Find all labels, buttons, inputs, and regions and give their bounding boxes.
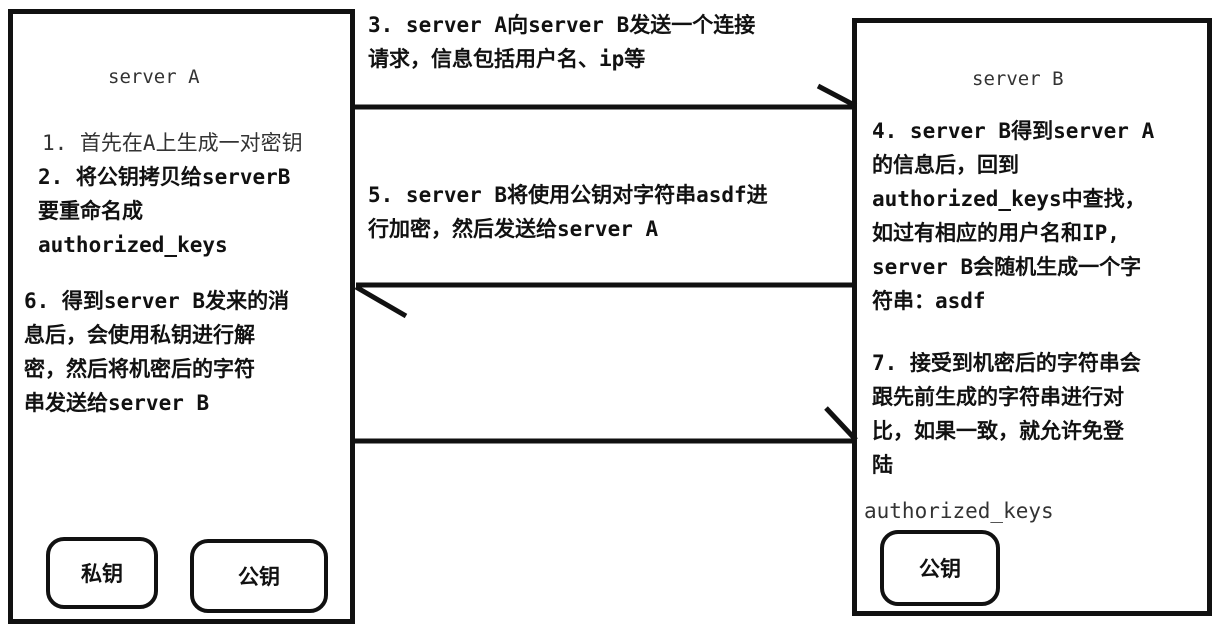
arrow-a-to-b-request: [352, 83, 858, 110]
step-4-line-2: 的信息后，回到: [872, 153, 1019, 177]
server-a-box: [8, 9, 355, 624]
step-5-line-1: 5. server B将使用公钥对字符串asdf进: [368, 183, 768, 207]
step-2-line-1: 2. 将公钥拷贝给serverB: [38, 165, 291, 189]
server-b-public-key-box: 公钥: [880, 530, 1000, 606]
step-7-line-3: 比，如果一致，就允许免登: [872, 419, 1124, 443]
arrow-a-to-b-decrypted: [352, 406, 858, 444]
step-7-line-1: 7. 接受到机密后的字符串会: [872, 351, 1141, 375]
step-7-line-4: 陆: [872, 453, 893, 477]
step-5-line-2: 行加密，然后发送给server A: [368, 217, 659, 241]
step-3-line-2: 请求，信息包括用户名、ip等: [368, 47, 646, 71]
private-key-box: 私钥: [46, 537, 158, 609]
server-a-public-key-box: 公钥: [190, 539, 328, 613]
step-6-line-4: 串发送给server B: [24, 391, 210, 415]
step-2-line-3: authorized_keys: [38, 233, 228, 257]
server-a-title: server A: [108, 66, 200, 88]
arrow-b-to-a-encrypted: [354, 282, 854, 319]
step-6-line-3: 密，然后将机密后的字符: [24, 357, 255, 381]
step-3-line-1: 3. server A向server B发送一个连接: [368, 13, 756, 37]
step-7-line-2: 跟先前生成的字符串进行对: [872, 385, 1124, 409]
step-6-line-1: 6. 得到server B发来的消: [24, 289, 290, 313]
step-4-line-3: authorized_keys中查找，: [872, 187, 1146, 211]
server-b-box: [852, 18, 1212, 616]
server-b-title: server B: [972, 68, 1064, 90]
authorized-keys-label: authorized_keys: [864, 499, 1054, 523]
step-4-line-1: 4. server B得到server A: [872, 119, 1155, 143]
step-4-line-6: 符串：asdf: [872, 289, 986, 313]
step-2-line-2: 要重命名成: [38, 199, 143, 223]
step-4-line-4: 如过有相应的用户名和IP,: [872, 221, 1120, 245]
step-1-text: 1. 首先在A上生成一对密钥: [42, 131, 303, 155]
step-6-line-2: 息后，会使用私钥进行解: [24, 323, 255, 347]
step-4-line-5: server B会随机生成一个字: [872, 255, 1142, 279]
